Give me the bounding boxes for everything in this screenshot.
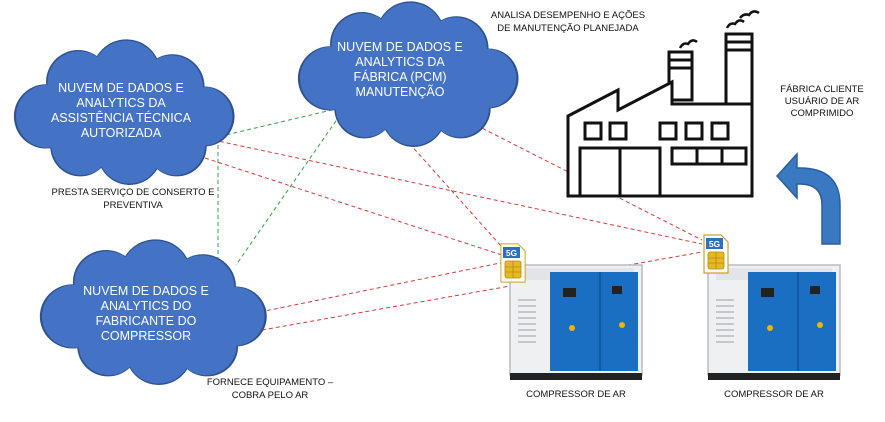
curved-arrow-icon [775,152,841,245]
cloud-fabrica-line-4: MANUTENÇÃO [356,85,445,99]
link-green [212,107,341,139]
compressor-icon [707,264,841,380]
link-red [399,132,511,257]
cloud-assistencia-line-2: ANALYTICS DA [76,96,166,110]
caption-cliente-line-3: COMPRIMIDO [791,108,854,119]
caption-fornece-line-2: COBRA PELO AR [232,390,309,401]
caption-presta: PRESTA SERVIÇO DE CONSERTO E PREVENTIVA [52,187,215,211]
link-red [212,139,703,245]
cloud-assistencia-line-4: AUTORIZADA [81,126,162,140]
cloud-fabricante-line-3: FABRICANTE DO [96,314,197,328]
link-red [204,157,506,257]
cloud-assistencia-line-3: ASSISTÊNCIA TÉCNICA [51,110,192,125]
compressor-icon [509,264,643,380]
cloud-fabricante-line-1: NUVEM DE DADOS E [83,284,209,298]
link-green [235,114,341,266]
sim-card-icon: 5G [703,234,729,274]
cloud-fabricante-line-4: COMPRESSOR [101,329,191,343]
sim-card-icon: 5G [500,243,526,283]
sim-label: 5G [506,248,518,258]
caption-analisa-line-1: ANALISA DESEMPENHO E AÇÕES [491,10,645,21]
cloud-fabrica-line-3: FÁBRICA (PCM) [353,69,446,84]
caption-fornece: FORNECE EQUIPAMENTO – COBRA PELO AR [207,377,334,401]
caption-cliente-line-2: USUÁRIO DE AR [785,96,860,107]
caption-analisa-line-2: DE MANUTENÇÃO PLANEJADA [497,23,639,34]
cloud-assistencia: NUVEM DE DADOS E ANALYTICS DA ASSISTÊNCI… [14,39,235,185]
caption-cliente-line-1: FÁBRICA CLIENTE [780,84,863,95]
sim-label: 5G [709,239,721,249]
cloud-fabricante: NUVEM DE DADOS E ANALYTICS DO FABRICANTE… [40,239,267,385]
cloud-fabrica-line-1: NUVEM DE DADOS E [337,40,463,54]
caption-cliente: FÁBRICA CLIENTE USUÁRIO DE AR COMPRIMIDO [780,84,863,119]
cloud-assistencia-line-1: NUVEM DE DADOS E [58,81,184,95]
link-red [259,261,506,313]
cloud-fabrica: NUVEM DE DADOS E ANALYTICS DA FÁBRICA (P… [298,1,519,147]
caption-presta-line-2: PREVENTIVA [103,200,163,211]
caption-compressor-1: COMPRESSOR DE AR [526,389,626,400]
cloud-fabricante-line-2: ANALYTICS DO [101,299,192,313]
caption-fornece-line-1: FORNECE EQUIPAMENTO – [207,377,334,388]
caption-compressor-2: COMPRESSOR DE AR [724,389,824,400]
caption-analisa: ANALISA DESEMPENHO E AÇÕES DE MANUTENÇÃO… [491,10,645,34]
caption-presta-line-1: PRESTA SERVIÇO DE CONSERTO E [52,187,215,198]
factory-icon [566,10,760,198]
link-red [469,121,703,241]
cloud-fabrica-line-2: ANALYTICS DA [355,55,445,69]
